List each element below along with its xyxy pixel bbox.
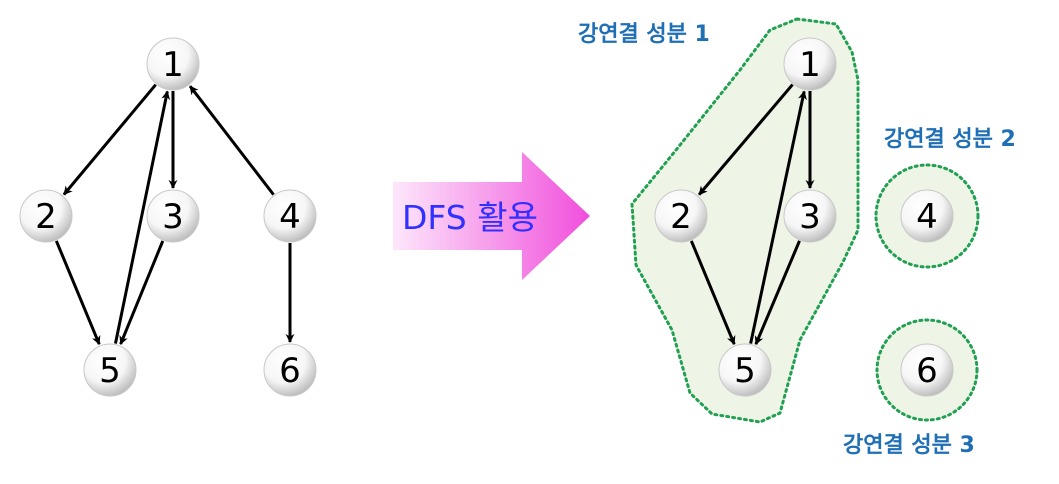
left-node-5-label: 5	[99, 351, 121, 391]
right-node-1-circle	[783, 37, 837, 91]
right-graph-nodes: 1 2 3 4 5 6	[654, 37, 954, 397]
left-node-3-circle	[146, 189, 200, 243]
dfs-arrow: DFS 활용	[393, 152, 590, 280]
right-edge-3-to-5	[754, 240, 801, 346]
component-2-label: 강연결 성분 2	[884, 127, 1016, 152]
right-node-2-circle	[654, 189, 708, 243]
right-node-2-label: 2	[670, 197, 692, 237]
left-edge-3-to-5	[119, 240, 165, 345]
left-edge-2-to-5	[54, 240, 101, 345]
left-node-6: 6	[263, 343, 317, 397]
component-1-outline	[630, 17, 860, 424]
right-node-2: 2	[654, 189, 708, 243]
right-graph-edges	[689, 83, 815, 346]
right-edge-1-to-2	[697, 83, 794, 196]
dfs-arrow-label: DFS 활용	[402, 198, 538, 237]
right-node-5-circle	[718, 343, 772, 397]
left-node-2-circle	[19, 189, 73, 243]
right-node-1: 1	[783, 37, 837, 91]
left-edge-5-to-1	[113, 90, 171, 344]
left-edge-1-to-2	[62, 83, 157, 196]
right-node-6: 6	[900, 343, 954, 397]
left-node-6-label: 6	[279, 351, 301, 391]
left-node-3-label: 3	[162, 197, 184, 237]
right-edge-2-to-5	[689, 240, 736, 345]
right-node-3: 3	[783, 189, 837, 243]
left-graph-edges	[54, 83, 295, 345]
component-3-label: 강연결 성분 3	[843, 433, 975, 458]
left-node-5-circle	[83, 343, 137, 397]
right-node-3-circle	[783, 189, 837, 243]
right-node-5-label: 5	[734, 351, 756, 391]
right-node-4: 4	[900, 189, 954, 243]
right-node-5: 5	[718, 343, 772, 397]
left-node-3: 3	[146, 189, 200, 243]
left-node-4-circle	[263, 189, 317, 243]
left-node-2-label: 2	[35, 197, 57, 237]
left-node-2: 2	[19, 189, 73, 243]
right-node-3-label: 3	[799, 197, 821, 237]
left-graph-nodes: 1 2 3 4 5 6	[19, 37, 317, 397]
right-node-4-circle	[900, 189, 954, 243]
left-edge-4-to-1	[188, 85, 275, 196]
right-edge-5-to-1	[749, 90, 807, 344]
component-1-label: 강연결 성분 1	[578, 22, 710, 47]
left-node-6-circle	[263, 343, 317, 397]
right-node-1-label: 1	[799, 45, 821, 85]
left-node-4-label: 4	[279, 197, 301, 237]
left-node-1-label: 1	[162, 45, 184, 85]
left-node-4: 4	[263, 189, 317, 243]
left-node-1: 1	[146, 37, 200, 91]
left-node-1-circle	[146, 37, 200, 91]
right-node-6-label: 6	[916, 351, 938, 391]
left-node-5: 5	[83, 343, 137, 397]
right-node-6-circle	[900, 343, 954, 397]
right-node-4-label: 4	[916, 197, 938, 237]
dfs-arrow-shape	[393, 152, 590, 280]
